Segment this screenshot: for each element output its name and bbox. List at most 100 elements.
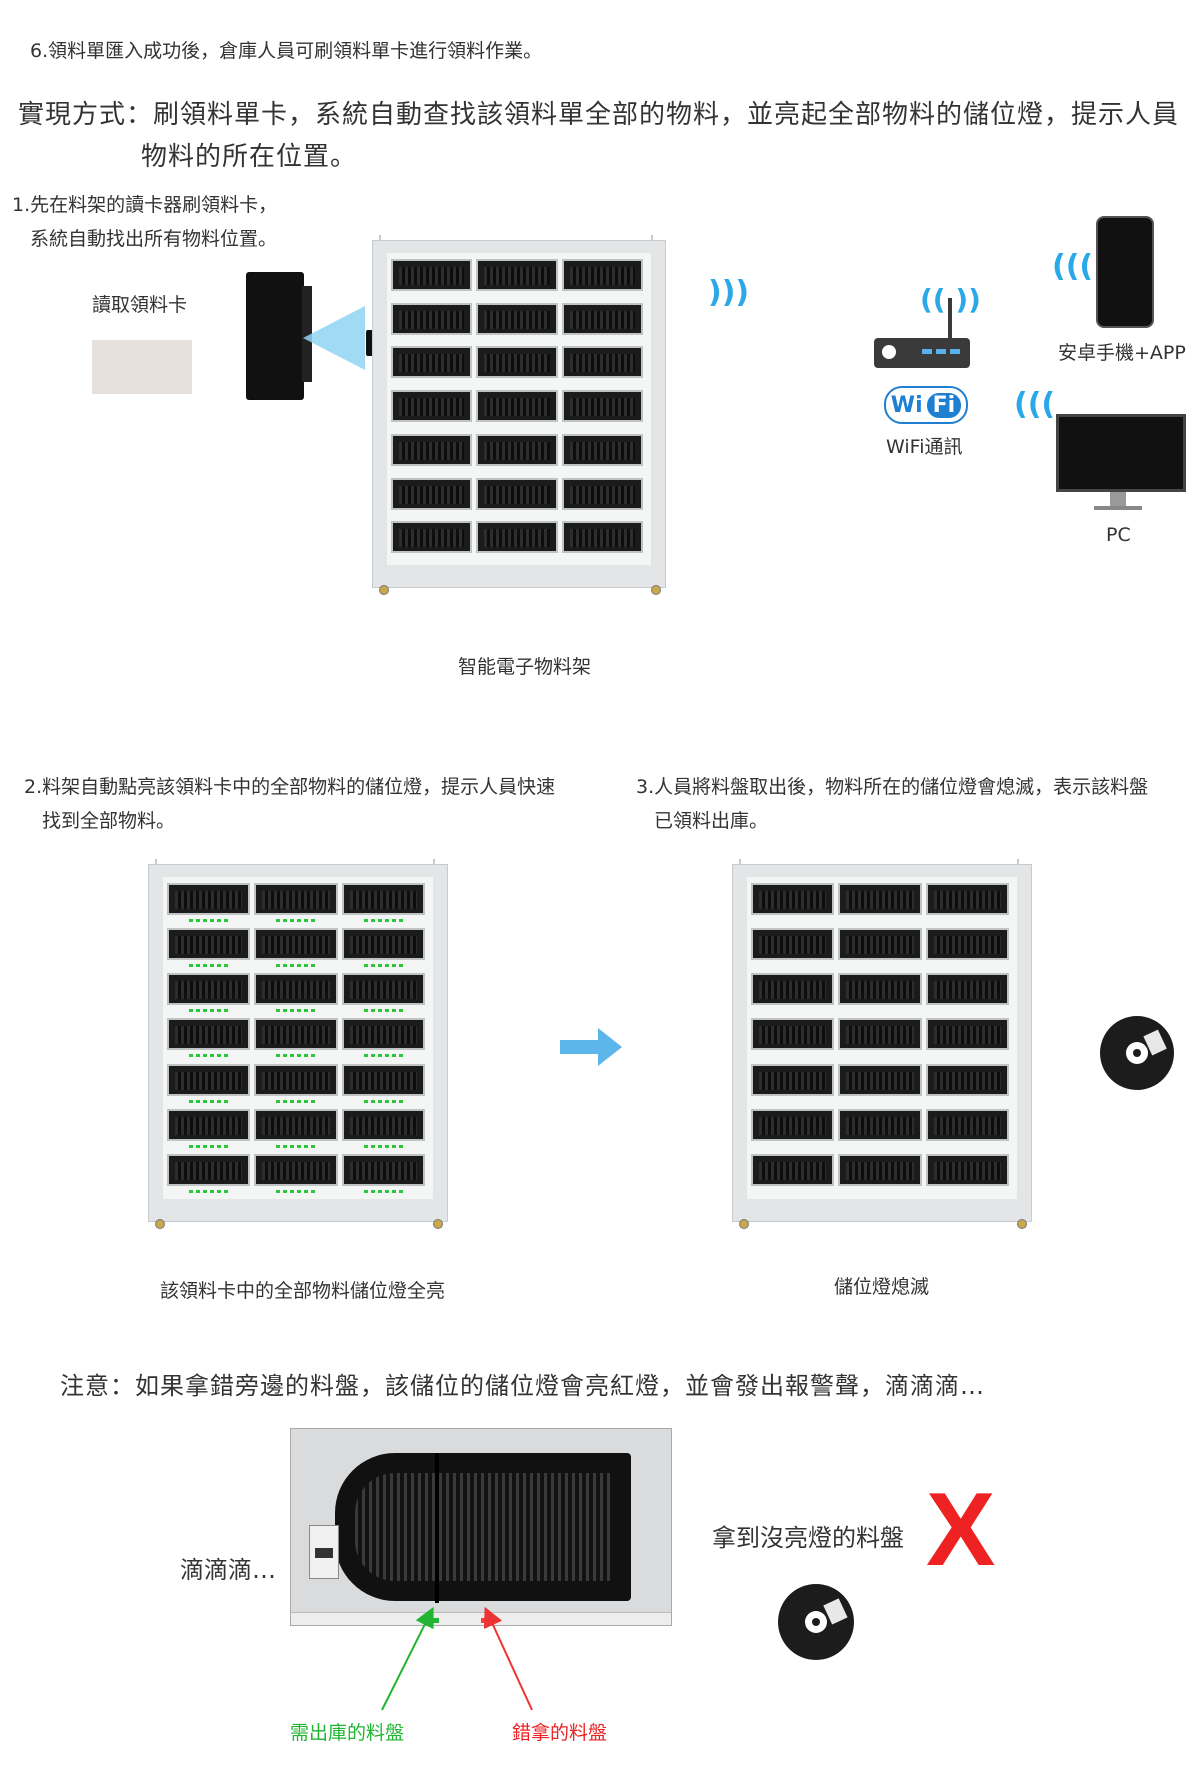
rack-bin: [561, 346, 643, 379]
bin-divider: [435, 1453, 439, 1603]
rack-bin: [476, 302, 558, 335]
rack-bin: [561, 390, 643, 423]
caster-wheel: [155, 1219, 165, 1229]
rack-bin: [476, 521, 558, 554]
storage-light: [276, 1144, 316, 1148]
rack-shelf: [387, 257, 651, 295]
rack-bin: [341, 928, 425, 961]
rack-bin: [925, 1153, 1009, 1186]
rack-shelf: [387, 476, 651, 514]
rack-bin: [341, 1108, 425, 1141]
rack-shelf: [163, 1107, 433, 1148]
rack-shelf: [387, 344, 651, 382]
rack-bin: [751, 1018, 835, 1051]
rack-bin: [167, 928, 251, 961]
rack-shelf: [747, 971, 1017, 1009]
rack-bin: [925, 1063, 1009, 1096]
rack-shelf: [163, 1152, 433, 1193]
storage-light: [363, 1099, 403, 1103]
card-reader: [246, 272, 312, 400]
wrong-x-mark: X: [926, 1472, 996, 1588]
rack-bin: [925, 928, 1009, 961]
rack-shelf: [747, 926, 1017, 964]
storage-light: [188, 1054, 229, 1058]
rack-bin: [561, 521, 643, 554]
card-label: 讀取領料卡: [92, 294, 188, 316]
red-label: 錯拿的料盤: [512, 1722, 608, 1744]
rack-bin: [476, 433, 558, 466]
rack-post: [739, 859, 741, 865]
phone-label: 安卓手機+APP: [1058, 342, 1186, 364]
rack-bin: [476, 259, 558, 291]
rack-bin: [925, 973, 1009, 1006]
rack-bin: [751, 928, 835, 961]
step3-line-1: 3.人員將料盤取出後，物料所在的儲位燈會熄滅，表示該料盤: [636, 776, 1149, 798]
alarm-device: [309, 1525, 339, 1579]
rack-bin: [341, 1018, 425, 1051]
pc-stand-base: [1094, 506, 1142, 510]
rack-bin: [167, 973, 251, 1006]
rack-shelf: [163, 926, 433, 968]
rack-bin: [561, 302, 643, 335]
storage-light: [188, 1144, 229, 1148]
rack-bin: [838, 928, 922, 961]
beep-text: 滴滴滴…: [180, 1556, 276, 1584]
rack-bin: [925, 883, 1009, 915]
storage-light: [188, 1009, 229, 1013]
rack-bin: [254, 1153, 338, 1186]
caster-wheel: [739, 1219, 749, 1229]
rack-shelf: [387, 432, 651, 470]
router-led: [950, 349, 960, 354]
method-line-1: 實現方式：刷領料單卡，系統自動查找該領料單全部的物料，並亮起全部物料的儲位燈，提…: [18, 100, 1180, 130]
storage-light: [276, 1054, 316, 1058]
rack-bin: [167, 883, 251, 915]
router-led: [936, 349, 946, 354]
step2-line-2: 找到全部物料。: [42, 810, 176, 832]
storage-light: [276, 1189, 316, 1193]
rack-bin: [751, 1063, 835, 1096]
signal-waves-icon: (((: [1052, 249, 1094, 284]
router-led: [922, 349, 932, 354]
step1-line-2: 系統自動找出所有物料位置。: [30, 228, 278, 250]
rack-bin: [167, 1018, 251, 1051]
rack-bin: [561, 259, 643, 291]
rack-bin: [341, 1063, 425, 1096]
caster-wheel: [379, 585, 389, 595]
bin-tray: [335, 1453, 631, 1601]
signal-waves-icon: ))): [708, 275, 750, 310]
rack-bin: [391, 302, 473, 335]
rack-bin: [391, 521, 473, 554]
rack-bin: [561, 477, 643, 510]
rack-bin: [838, 973, 922, 1006]
storage-light: [363, 1189, 403, 1193]
rack-shelf: [747, 1062, 1017, 1100]
bin-closeup: [290, 1428, 672, 1626]
rack-post: [1017, 859, 1019, 865]
rack-bin: [751, 1153, 835, 1186]
step6-text: 6.領料單匯入成功後，倉庫人員可刷領料單卡進行領料作業。: [30, 40, 543, 62]
rfid-card: [92, 340, 192, 394]
rack-shelf: [387, 301, 651, 339]
rack-post: [155, 859, 157, 865]
storage-light: [363, 1144, 403, 1148]
step3-caption: 儲位燈熄滅: [834, 1276, 930, 1298]
step3-line-2: 已領料出庫。: [654, 810, 769, 832]
phone-icon: [1096, 216, 1154, 328]
storage-light: [276, 964, 316, 968]
rack-interior: [747, 877, 1017, 1199]
step1-line-1: 1.先在料架的讀卡器刷領料卡，: [12, 194, 278, 216]
rack-shelf: [747, 881, 1017, 919]
rack-shelf: [163, 1062, 433, 1103]
rack-post: [433, 859, 435, 865]
right-arrow-icon: [560, 1028, 622, 1066]
wrong-pick-text: 拿到沒亮燈的料盤: [712, 1524, 904, 1552]
rack-bin: [838, 1063, 922, 1096]
wifi-logo-wi: Wi: [890, 392, 923, 418]
rack-bin: [391, 433, 473, 466]
rack-bin: [254, 1018, 338, 1051]
rack-bin: [751, 973, 835, 1006]
storage-light: [363, 964, 403, 968]
rack-shelf: [747, 1152, 1017, 1190]
rack-bin: [476, 477, 558, 510]
